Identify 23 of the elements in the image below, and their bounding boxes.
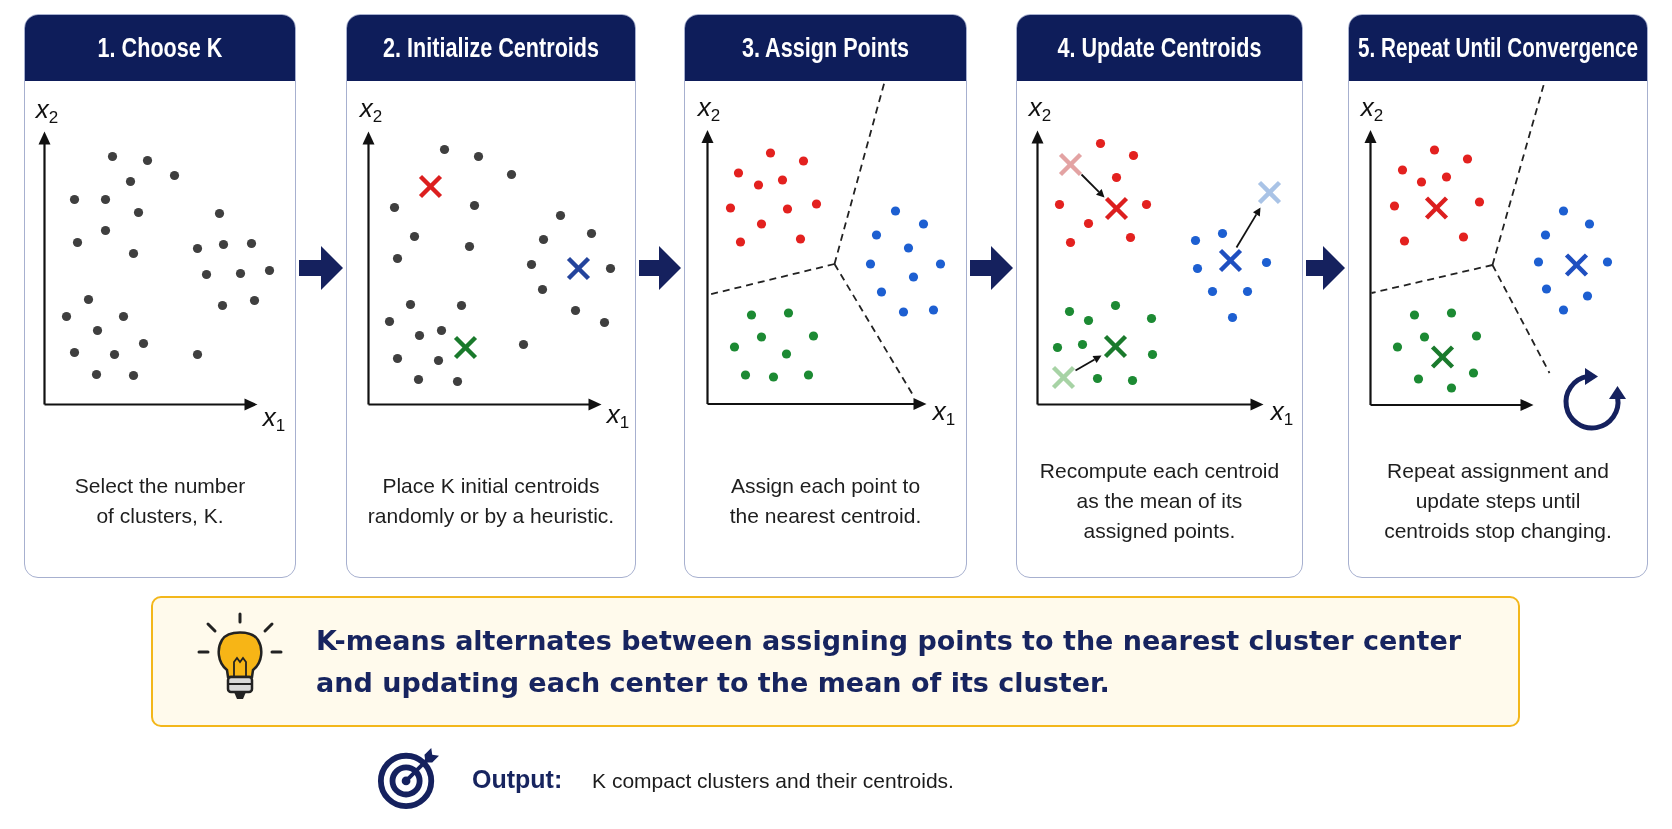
arrow [970, 246, 1013, 290]
axis-label: x$_{2}$ [35, 96, 59, 126]
step-description: Place K initial centroids randomly or by a heuristic. [366, 473, 616, 529]
step-title: 5. Repeat Until Convergence [1349, 15, 1647, 81]
step-title: 4. Update Centroids [1017, 15, 1302, 81]
output-text: Output: K compact clusters and their centroids. [472, 764, 954, 794]
insight-box [151, 596, 1520, 727]
step-description: Select the number of clusters, K. [73, 473, 247, 529]
step-description: Repeat assignment and update steps until centroids stop changing. [1383, 458, 1613, 544]
step-description: Assign each point to the nearest centroid. [728, 473, 923, 529]
step-description: Recompute each centroid as the mean of its assigned points. [1038, 458, 1281, 544]
axis-label: x$_{2}$ [359, 95, 383, 125]
axis-label: x$_{1}$ [606, 401, 630, 431]
step-title: 2. Initialize Centroids [347, 15, 635, 81]
step-title: 3. Assign Points [685, 15, 966, 81]
arrow [299, 246, 343, 290]
step-title: 1. Choose K [25, 15, 295, 81]
axis-label: x$_{1}$ [1270, 398, 1294, 428]
axis-label: x$_{1}$ [262, 404, 286, 434]
insight-text: K-means alternates between assigning points to the nearest cluster center and updating each center to the mean of its cluster. [316, 623, 1463, 700]
arrow [1306, 246, 1345, 290]
arrow [639, 246, 681, 290]
axis-label: x$_{2}$ [1028, 94, 1052, 124]
